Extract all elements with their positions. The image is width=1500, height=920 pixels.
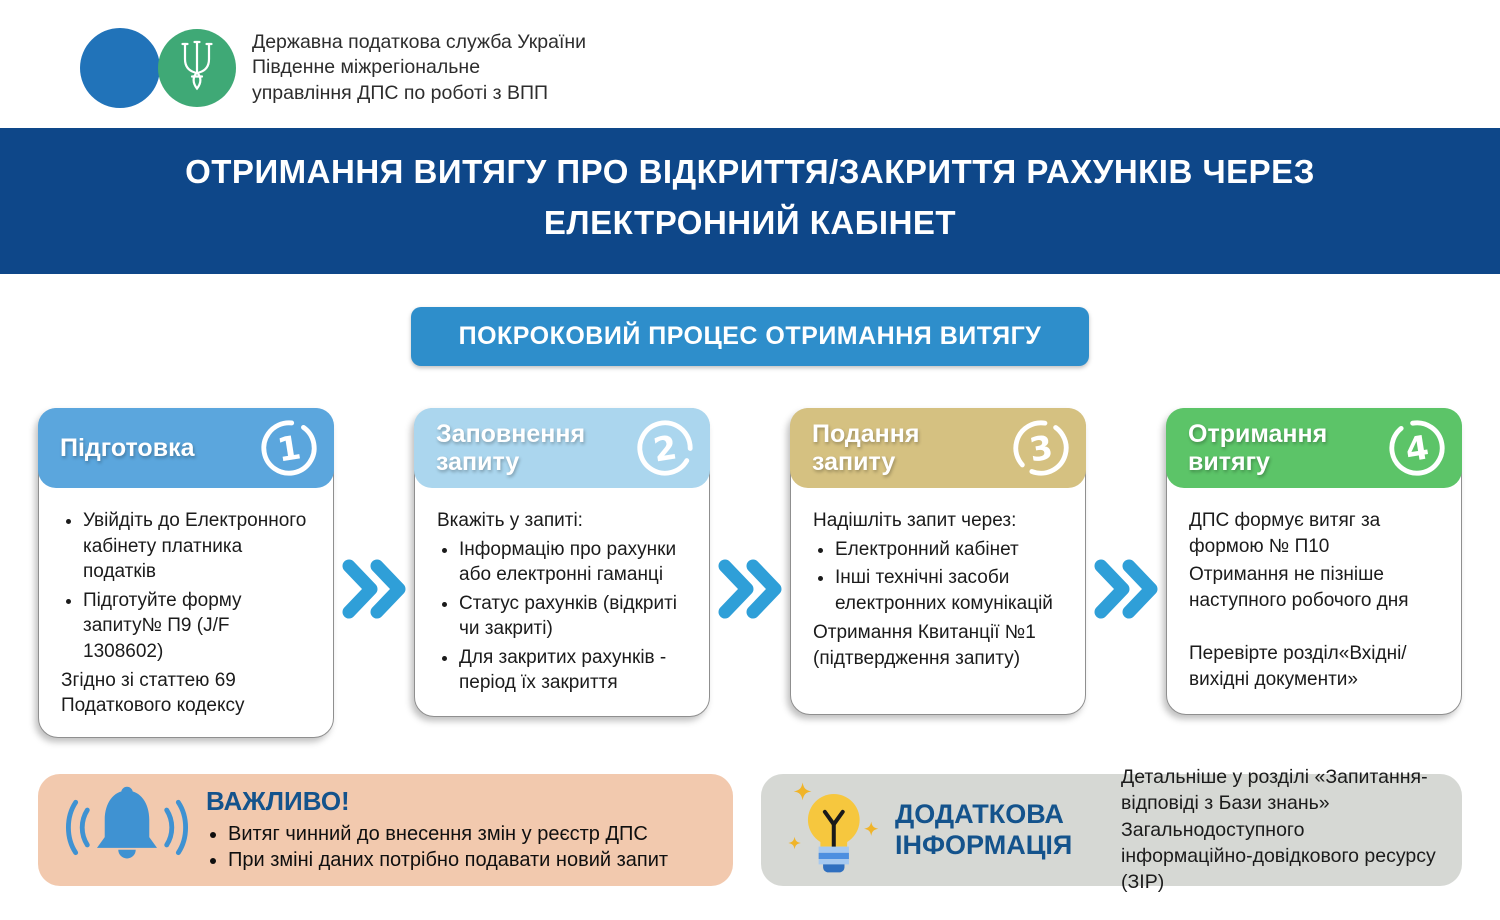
step-3-number-badge: 3 [1010,417,1072,479]
step-card-3: Подання запиту 3 Надішліть запит через: … [790,408,1086,716]
step-1-number: 1 [274,427,304,470]
logo-green-circle [158,29,236,107]
step-4-paragraph [1189,616,1443,638]
step-2-bullet: Для закритих рахунків - період їх закрит… [459,645,691,696]
step-3-intro: Надішліть запит через: [813,510,1017,532]
step-2-header: Заповнення запиту 2 [414,408,710,489]
steps-row: Підготовка 1 Увійдіть до Електронного ка… [0,408,1500,738]
important-content: ВАЖЛИВО! Витяг чинний до внесення змін у… [206,786,668,873]
step-4-paragraph: ДПС формує витяг за формою № П10 [1189,510,1381,557]
page-title: ОТРИМАННЯ ВИТЯГУ ПРО ВІДКРИТТЯ/ЗАКРИТТЯ … [185,153,1315,242]
arrow-cell-2 [710,556,790,627]
additional-title: ДОДАТКОВА ІНФОРМАЦІЯ [895,798,1073,860]
step-2-number-badge: 2 [634,417,696,479]
arrow-cell-1 [334,556,414,627]
important-bullets: Витяг чинний до внесення змін у реєстр Д… [206,821,668,873]
step-1-note: Згідно зі статтею 69 Податкового кодексу [61,670,245,717]
step-3-header: Подання запиту 3 [790,408,1086,489]
step-1-number-badge: 1 [258,417,320,479]
important-bullet: При зміні даних потрібно подавати новий … [228,847,668,873]
step-4-number: 4 [1402,427,1432,470]
step-1-bullets: Увійдіть до Електронного кабінету платни… [61,508,315,664]
additional-text: Детальніше у розділі «Запитання-відповід… [1121,766,1436,894]
step-3-bullets: Електронний кабінетІнші технічні засоби … [813,537,1067,616]
double-chevron-right-icon [1093,556,1159,627]
step-2-intro: Вкажіть у запиті: [437,510,583,532]
double-chevron-right-icon [341,556,407,627]
double-chevron-right-icon [717,556,783,627]
step-2-bullet: Інформацію про рахунки або електронні га… [459,537,691,588]
arrow-cell-3 [1086,556,1166,627]
step-3-note: Отримання Квитанції №1 (підтвердження за… [813,622,1036,669]
step-2-body: Вкажіть у запиті: Інформацію про рахунки… [415,488,709,716]
step-2-bullet: Статус рахунків (відкриті чи закриті) [459,591,691,642]
trident-icon [175,38,219,99]
org-name-line3: управління ДПС по роботі з ВПП [252,81,549,104]
bottom-row: ВАЖЛИВО! Витяг чинний до внесення змін у… [0,766,1500,893]
header-logo-row: Державна податкова служба України Півден… [0,0,1500,108]
step-3-bullet: Електронний кабінет [835,537,1067,562]
important-title: ВАЖЛИВО! [206,786,350,817]
step-1-body: Увійдіть до Електронного кабінету платни… [39,488,333,737]
org-name-line1: Державна податкова служба України [252,30,587,53]
title-banner: ОТРИМАННЯ ВИТЯГУ ПРО ВІДКРИТТЯ/ЗАКРИТТЯ … [0,128,1500,275]
important-box: ВАЖЛИВО! Витяг чинний до внесення змін у… [38,773,733,886]
step-card-1: Підготовка 1 Увійдіть до Електронного ка… [38,408,334,738]
step-4-title: Отримання витягу [1188,420,1328,477]
step-3-title: Подання запиту [812,420,920,477]
step-1-bullet: Підготуйте форму запиту№ П9 (J/F 1308602… [83,588,315,664]
step-2-number: 2 [650,427,680,470]
step-card-2: Заповнення запиту 2 Вкажіть у запиті: Ін… [414,408,710,718]
step-3-number: 3 [1026,427,1056,470]
step-4-header: Отримання витягу 4 [1166,408,1462,489]
lightbulb-icon [783,775,881,884]
step-4-number-badge: 4 [1386,417,1448,479]
bell-icon [64,781,190,878]
org-name-line2: Південне міжрегіональне [252,56,481,79]
important-bullet: Витяг чинний до внесення змін у реєстр Д… [228,821,668,847]
org-name: Державна податкова служба України Півден… [252,30,586,106]
step-1-header: Підготовка 1 [38,408,334,489]
additional-info-box: ДОДАТКОВА ІНФОРМАЦІЯ Детальніше у розділ… [761,766,1462,893]
step-2-title: Заповнення запиту [436,420,586,477]
step-3-body: Надішліть запит через: Електронний кабін… [791,488,1085,689]
step-card-4: Отримання витягу 4 ДПС формує витяг за ф… [1166,408,1462,716]
process-subtitle-pill: ПОКРОКОВИЙ ПРОЦЕС ОТРИМАННЯ ВИТЯГУ [411,307,1089,367]
logo-blue-circle [80,28,160,108]
step-4-paragraph: Перевірте розділ«Вхідні/ вихідні докумен… [1189,643,1407,690]
step-3-bullet: Інші технічні засоби електронних комунік… [835,565,1067,616]
step-2-bullets: Інформацію про рахунки або електронні га… [437,537,691,696]
step-1-title: Підготовка [60,434,195,463]
step-1-bullet: Увійдіть до Електронного кабінету платни… [83,508,315,584]
step-4-paragraph: Отримання не пізніше наступного робочого… [1189,564,1409,611]
